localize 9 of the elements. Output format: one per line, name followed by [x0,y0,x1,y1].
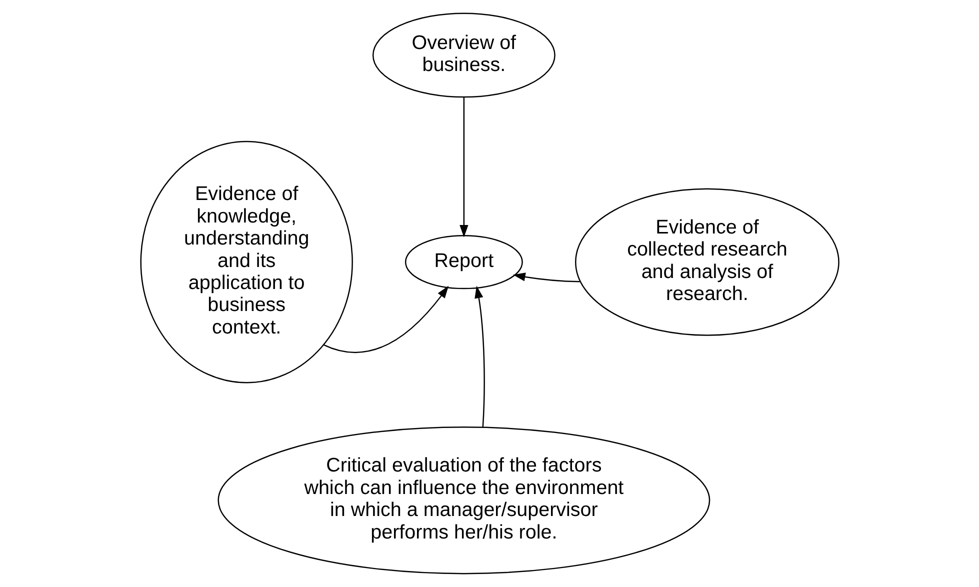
arrow [323,286,448,353]
node-ellipse: Critical evaluation of the factors which can influence the environment in which a manager/supervisor performs her/his role. [217,426,710,574]
node-ellipse: Overview of business. [372,12,555,98]
arrow [459,97,468,238]
node-ellipse: Report [404,235,522,290]
node-ellipse: Evidence of knowledge, understanding and its application to business context. [140,140,352,384]
node-ellipse: Evidence of collected research and analysis of research. [574,188,839,336]
arrow [512,272,580,282]
arrow [474,286,484,428]
